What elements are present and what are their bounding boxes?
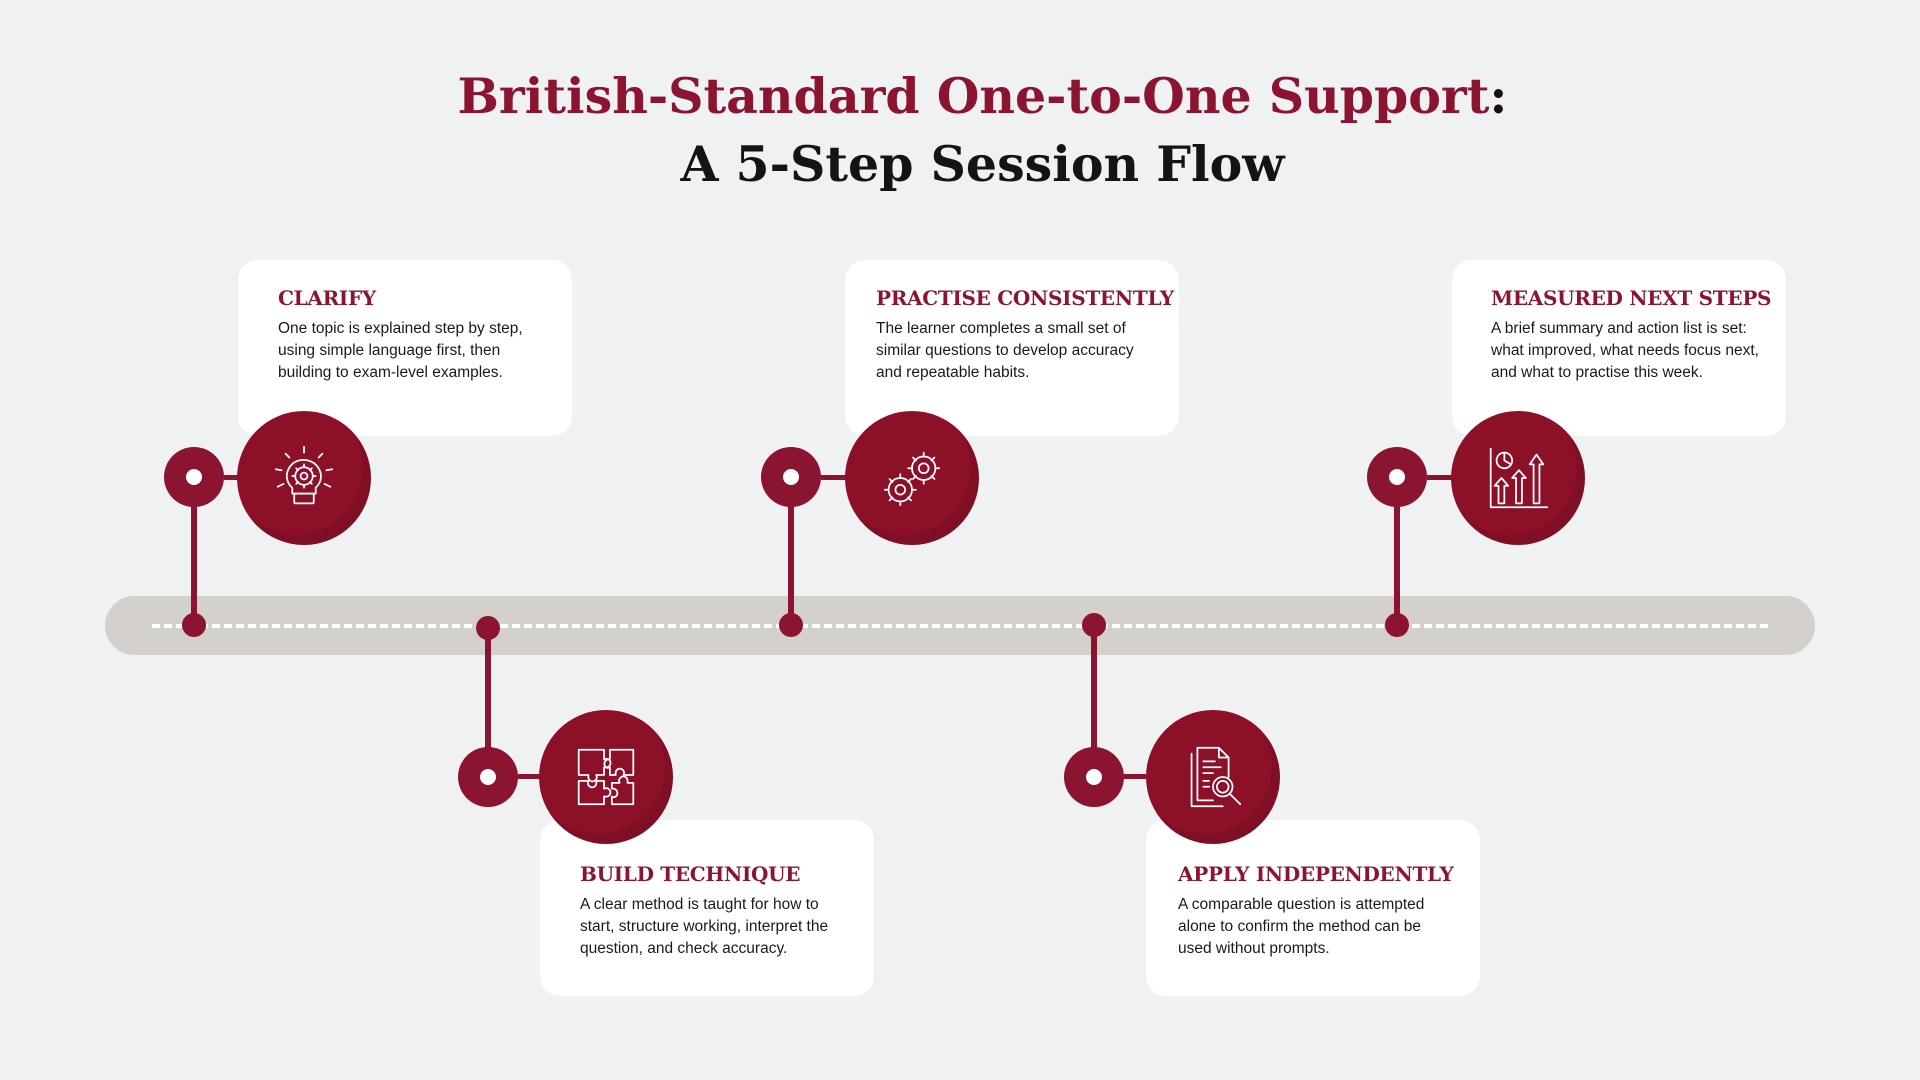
step-3-ring [761,447,821,507]
step-5-card: MEASURED NEXT STEPS A brief summary and … [1452,260,1786,436]
step-2-link [518,774,540,779]
step-4-connector [1091,628,1097,776]
step-2-title: BUILD TECHNIQUE [580,862,801,886]
step-1-icon-circle [237,411,371,545]
step-2-icon-circle [539,710,673,844]
step-5-icon-circle [1451,411,1585,545]
page-title: British-Standard One-to-One Support: A 5… [0,62,1920,198]
step-1-link [224,475,240,480]
step-1-text: One topic is explained step by step, usi… [278,320,523,381]
step-4-ring [1064,747,1124,807]
step-2-text: A clear method is taught for how to star… [580,896,829,957]
step-5-connector [1394,478,1400,624]
step-3-card: PRACTISE CONSISTENTLY The learner comple… [845,260,1179,436]
step-4-link [1124,774,1146,779]
step-2-card: BUILD TECHNIQUE A clear method is taught… [540,820,874,996]
step-3-track-dot [779,613,803,637]
step-1-track-dot [182,613,206,637]
step-4-text: A comparable question is attempted alone… [1178,896,1425,957]
timeline-dashes [152,624,1768,628]
gears-icon [883,451,941,507]
step-5-text: A brief summary and action list is set: … [1491,320,1759,381]
step-2-connector [485,628,491,776]
step-1-connector [191,478,197,624]
step-3-link [821,475,847,480]
step-3-title: PRACTISE CONSISTENTLY [876,286,1174,310]
growth-chart-icon [1489,447,1549,509]
step-4-track-dot [1082,613,1106,637]
step-1-card: CLARIFY One topic is explained step by s… [238,260,572,436]
step-3-icon-circle [845,411,979,545]
title-colon: : [1489,67,1508,125]
document-search-icon [1190,746,1242,808]
lightbulb-gear-icon [274,445,334,505]
puzzle-icon [577,748,635,806]
step-2-track-dot [476,616,500,640]
step-5-link [1427,475,1453,480]
step-4-title: APPLY INDEPENDENTLY [1178,862,1454,886]
step-4-icon-circle [1146,710,1280,844]
step-5-title: MEASURED NEXT STEPS [1491,286,1772,310]
step-1-ring [164,447,224,507]
step-5-track-dot [1385,613,1409,637]
title-line2: A 5-Step Session Flow [680,135,1285,193]
step-4-card: APPLY INDEPENDENTLY A comparable questio… [1146,820,1480,996]
step-2-ring [458,747,518,807]
step-5-ring [1367,447,1427,507]
step-3-text: The learner completes a small set of sim… [876,320,1134,381]
step-1-title: CLARIFY [278,286,376,310]
title-accent: British-Standard One-to-One Support [457,67,1490,125]
step-3-connector [788,478,794,624]
